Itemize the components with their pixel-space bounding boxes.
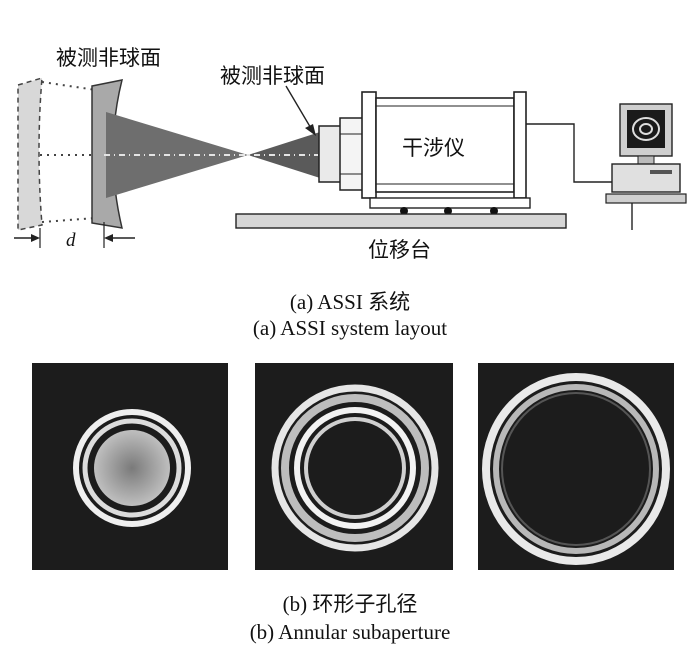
subaperture-panel-3 xyxy=(478,363,674,570)
caption-a-english: (a) ASSI system layout xyxy=(252,316,448,340)
interferometer-flange-left xyxy=(361,91,377,199)
projection-line-bottom xyxy=(41,217,97,223)
label-stage: 位移台 xyxy=(368,238,431,262)
computer-drive-slot xyxy=(650,170,672,174)
pointer-arrow xyxy=(285,85,313,131)
lens-mount-front xyxy=(318,125,342,183)
label-tested-asphere-right: 被测非球面 xyxy=(220,64,325,88)
stage-base xyxy=(235,213,567,229)
interferometer-flange-right xyxy=(513,91,527,199)
d-arrowhead-right xyxy=(104,234,113,242)
d-arrowhead-left xyxy=(31,234,40,242)
stage-roller-2 xyxy=(444,207,452,215)
computer-neck xyxy=(637,155,655,165)
caption-b-english: (b) Annular subaperture xyxy=(249,620,451,644)
subaperture-panel-2 xyxy=(255,363,453,570)
pointer-arrowhead xyxy=(305,124,316,136)
fringe-pattern-1 xyxy=(73,409,191,527)
data-cable xyxy=(526,123,614,183)
assi-system-diagram xyxy=(14,76,687,248)
light-beam-left xyxy=(106,112,248,198)
fringe-pattern-3 xyxy=(482,373,670,565)
fringe-pattern-2 xyxy=(271,384,439,552)
computer-case xyxy=(611,163,681,193)
label-interferometer: 干涉仪 xyxy=(402,136,465,160)
stage-roller-3 xyxy=(490,207,498,215)
screen-fringe-inner xyxy=(639,123,653,135)
stage-roller-1 xyxy=(400,207,408,215)
interferometer-body xyxy=(375,97,515,193)
label-tested-asphere-left: 被测非球面 xyxy=(56,46,161,70)
screen-fringe-outer xyxy=(632,117,660,141)
caption-a-chinese: (a) ASSI 系统 xyxy=(289,290,411,314)
power-cable xyxy=(620,199,633,230)
subaperture-panel-1 xyxy=(32,363,228,570)
projection-line-top xyxy=(41,81,97,91)
stage-top-plate xyxy=(369,197,531,209)
label-d: d xyxy=(66,230,76,251)
computer-keyboard xyxy=(605,193,687,204)
caption-b-chinese: (b) 环形子孔径 xyxy=(282,592,418,616)
displaced-asphere-outline xyxy=(17,76,43,231)
